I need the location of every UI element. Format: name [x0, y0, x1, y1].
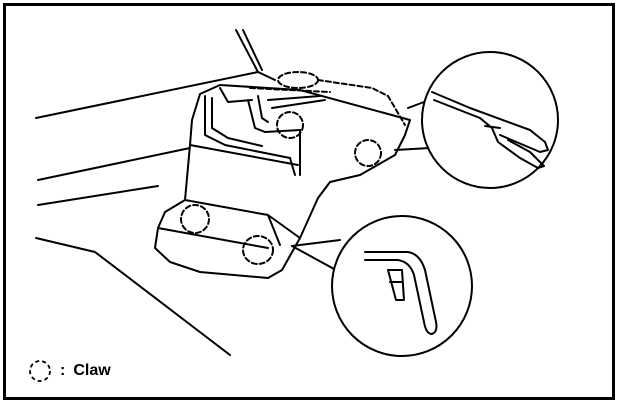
claw-marker-lower-right [242, 235, 274, 265]
claw-markers [180, 71, 406, 265]
claw-outline-dashed [317, 79, 406, 126]
detail-callout-upper [421, 51, 559, 189]
claw-outline-dashed-2 [249, 87, 331, 93]
legend: : Claw [28, 357, 111, 385]
claw-marker-top [277, 71, 319, 89]
legend-label: Claw [73, 362, 111, 379]
dashed-circle-icon [29, 360, 51, 382]
claw-marker-center [276, 111, 304, 139]
claw-marker-lower-left [180, 204, 210, 234]
legend-separator: : [60, 362, 66, 379]
background-panel-lines [35, 29, 276, 356]
detail-callout-lower [331, 215, 473, 357]
component-body [154, 84, 411, 279]
claw-marker-right [354, 139, 382, 167]
